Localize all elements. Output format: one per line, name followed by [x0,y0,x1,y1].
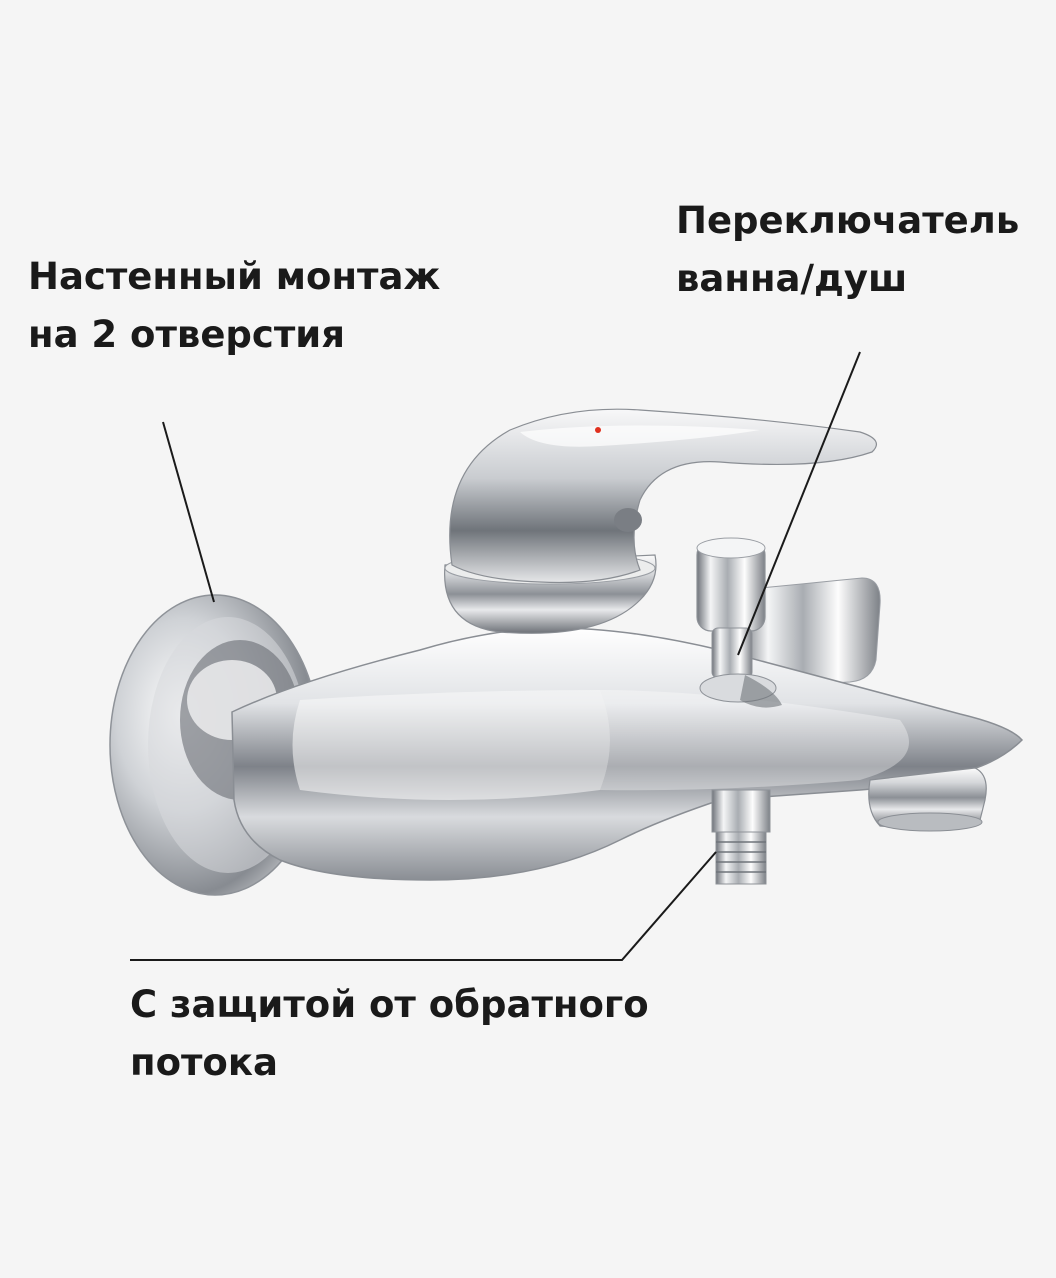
backflow-label: С защитой от обратного потока [130,976,649,1092]
hot-indicator-dot [595,427,601,433]
diverter-label-line-1: Переключатель [676,199,1020,242]
mixer-body [231,627,1024,881]
wall-mount-label: Настенный монтаж на 2 отверстия [28,248,440,364]
diverter-knob [696,537,782,708]
mixer-lever-handle [444,408,878,634]
threaded-outlet-connector [711,789,771,885]
diverter-label-line-2: ванна/душ [676,257,908,300]
wall-mount-leader-line [162,421,215,603]
wall-mount-label-line-2: на 2 отверстия [28,313,345,356]
diverter-leader-line [737,351,861,656]
backflow-label-line-2: потока [130,1041,278,1084]
right-wall-flange [739,577,881,689]
wall-mount-label-line-1: Настенный монтаж [28,255,441,298]
backflow-leader-line [130,851,717,961]
spout-outlet [868,767,987,832]
backflow-label-line-1: С защитой от обратного [130,983,649,1026]
diverter-label: Переключатель ванна/душ [676,192,1019,308]
